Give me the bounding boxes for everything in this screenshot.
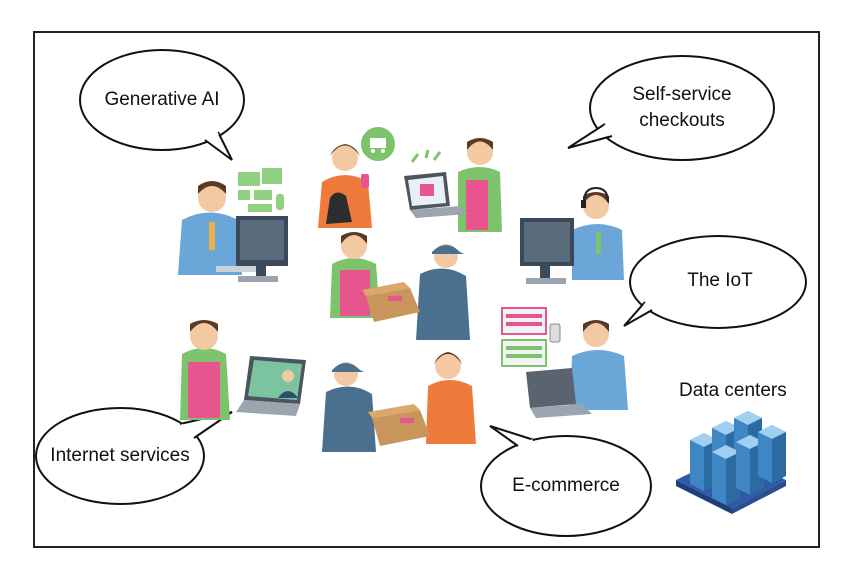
bubble-generative-ai [79, 49, 245, 161]
illustration-data-center [676, 411, 786, 514]
server-rack-4 [712, 445, 740, 505]
illustration-delivery-bottom [322, 352, 476, 452]
label-self-service-line2: checkouts [639, 110, 725, 131]
server-rack-6 [758, 425, 786, 483]
label-internet-services: Internet services [50, 445, 190, 466]
label-self-service-line1: Self-service [632, 84, 732, 105]
bubble-iot [623, 235, 807, 329]
illustration-call-center [520, 186, 624, 284]
label-generative-ai: Generative AI [104, 89, 220, 110]
bubble-internet-services [35, 407, 233, 505]
label-self-service-checkouts: Self-service checkouts [602, 82, 762, 134]
label-ecommerce: E-commerce [512, 475, 620, 496]
illustration-iot-worker [501, 307, 628, 418]
illustration-video-call [180, 320, 306, 420]
illustration-woman-phone [318, 127, 395, 228]
label-iot: The IoT [687, 270, 753, 291]
illustration-office-worker-left [178, 168, 288, 282]
illustration-delivery-top [330, 232, 470, 340]
label-data-centers: Data centers [679, 380, 787, 401]
illustration-laptop-shopper [404, 138, 502, 232]
bubble-ecommerce [480, 425, 652, 537]
bubble-self-service [567, 55, 775, 161]
server-rack-5 [736, 435, 764, 495]
